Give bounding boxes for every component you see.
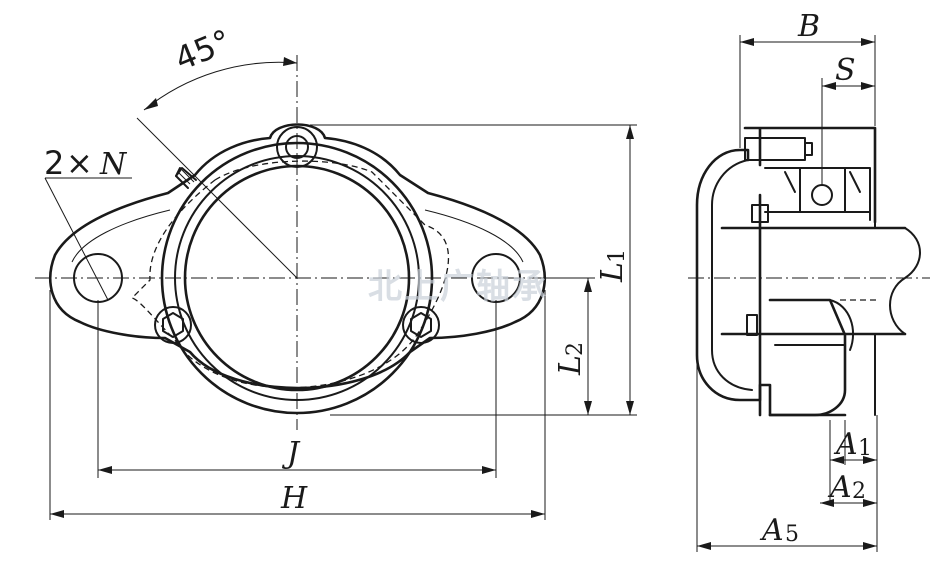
- dim-J-label: J: [281, 436, 301, 471]
- hidden-flange-contour: [130, 160, 450, 389]
- dim-S-label: S: [835, 53, 856, 88]
- svg-text:N: N: [99, 147, 128, 182]
- watermark: 北上广轴承: [368, 267, 548, 307]
- flange-inner-contour: [71, 209, 524, 263]
- flange-outline: [49, 123, 546, 390]
- dim-A2-label: A 2: [827, 470, 866, 505]
- dim-L1-label: L 1: [595, 249, 630, 283]
- bearing-ball: [811, 184, 833, 206]
- front-view: 45° 2 × N J H L 1: [35, 22, 637, 520]
- angle-arc: [143, 61, 298, 111]
- angle-leader-line: [136, 117, 298, 279]
- top-screw-boss: [276, 126, 318, 168]
- left-hex-screw: [154, 306, 192, 344]
- dim-B-label: B: [797, 9, 820, 44]
- right-hex-screw: [402, 306, 440, 344]
- lower-set-screw: [746, 314, 758, 336]
- svg-text:A: A: [833, 427, 858, 462]
- svg-text:2: 2: [852, 479, 866, 504]
- lower-housing-inner: [774, 299, 855, 351]
- dim-A5-label: A 5: [759, 513, 799, 548]
- bearing-insert: [764, 167, 871, 221]
- bearing-seal: [784, 171, 861, 193]
- side-view: B S A 1 A 2 A 5: [688, 9, 930, 552]
- top-screw: [285, 135, 309, 159]
- shaft-break: [889, 227, 921, 335]
- svg-text:1: 1: [605, 249, 630, 263]
- svg-text:L: L: [553, 355, 588, 376]
- bolt-hole-label: 2 × N: [44, 144, 128, 182]
- housing-mid-ring: [174, 155, 420, 401]
- svg-text:2: 2: [563, 342, 588, 356]
- grease-nipple-icon: [175, 167, 197, 189]
- svg-text:L: L: [595, 262, 630, 283]
- housing-outer-ring: [160, 141, 434, 415]
- svg-text:1: 1: [858, 436, 872, 461]
- angle-arrow-start: [144, 98, 158, 110]
- housing-body: [695, 148, 847, 417]
- dim-A1-label: A 1: [833, 427, 872, 462]
- shaft: [720, 226, 907, 336]
- svg-text:2: 2: [44, 144, 64, 182]
- lower-housing: [768, 298, 847, 417]
- bolt-leader-line: [44, 177, 109, 301]
- housing-inner: [711, 159, 753, 391]
- top-fitting: [744, 137, 813, 161]
- svg-text:5: 5: [785, 522, 799, 547]
- angle-label: 45°: [170, 22, 237, 78]
- set-screw: [751, 204, 769, 223]
- angle-arrow-end: [283, 57, 297, 66]
- svg-text:×: ×: [66, 144, 93, 182]
- flange-plate: [743, 126, 877, 417]
- svg-text:A: A: [759, 513, 784, 548]
- svg-text:A: A: [827, 470, 852, 505]
- dim-H-label: H: [280, 481, 308, 516]
- dim-L2-label: L 2: [553, 342, 588, 376]
